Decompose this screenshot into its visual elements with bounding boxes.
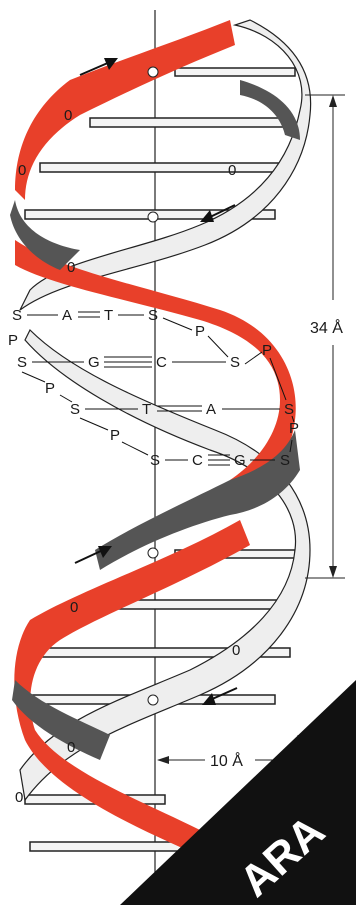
svg-text:T: T (104, 307, 113, 324)
svg-text:0: 0 (15, 789, 23, 806)
svg-text:S: S (70, 401, 80, 418)
svg-text:S: S (12, 307, 22, 324)
svg-text:C: C (192, 452, 203, 469)
svg-text:A: A (62, 307, 72, 324)
strand-a-upper (15, 20, 235, 200)
phosphate-p-6: P (289, 420, 299, 437)
svg-text:0: 0 (67, 739, 75, 756)
strand-shadow-4 (240, 80, 300, 140)
svg-text:0: 0 (67, 259, 75, 276)
phosphate-p-5: P (110, 427, 120, 444)
svg-text:S: S (148, 307, 158, 324)
svg-text:0: 0 (70, 599, 78, 616)
phosphate-p-3: P (262, 342, 272, 359)
svg-text:A: A (206, 401, 216, 418)
svg-text:0: 0 (64, 107, 72, 124)
svg-text:S: S (150, 452, 160, 469)
svg-text:G: G (234, 452, 246, 469)
svg-text:S: S (280, 452, 290, 469)
base-pair-3: S T A S (70, 401, 294, 418)
svg-text:0: 0 (232, 642, 240, 659)
svg-text:C: C (156, 354, 167, 371)
svg-text:T: T (142, 401, 151, 418)
phosphate-p-4: P (45, 380, 55, 397)
pitch-label: 34 Å (310, 318, 343, 337)
width-label: 10 Å (210, 751, 243, 770)
svg-text:S: S (17, 354, 27, 371)
svg-text:S: S (284, 401, 294, 418)
phosphate-p-1: P (8, 332, 18, 349)
svg-text:G: G (88, 354, 100, 371)
base-pair-1: S A T S (12, 307, 158, 324)
phosphate-p-2: P (195, 323, 205, 340)
svg-text:0: 0 (228, 162, 236, 179)
svg-text:S: S (230, 354, 240, 371)
strand-a-lower (14, 520, 250, 860)
svg-text:0: 0 (18, 162, 26, 179)
